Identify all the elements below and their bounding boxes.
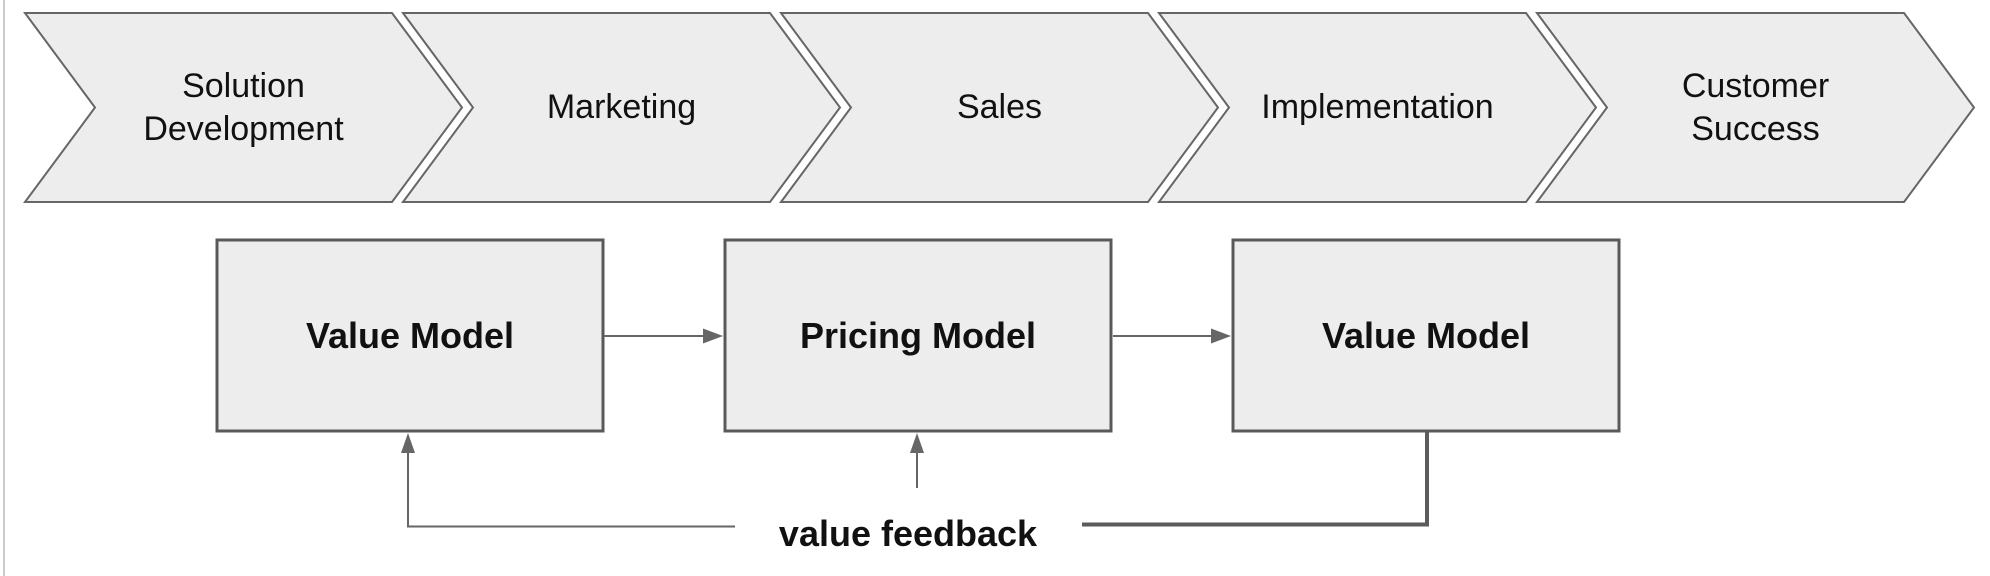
feedback-arrow-to-pricing-model [910, 433, 924, 488]
pricing-model-label: Pricing Model [799, 314, 1037, 356]
arrow-pricing-to-value [1113, 328, 1231, 344]
pricing-model-box [723, 238, 1113, 433]
feedback-line-from-value-model [1082, 432, 1429, 527]
chevron-label-sales: Sales [956, 88, 1043, 126]
arrow-value-to-pricing [604, 328, 723, 344]
value-model-impl-label: Value Model [1321, 314, 1531, 356]
canvas-left-border [3, 0, 5, 576]
chevron-label-solution-development: Solution Development [143, 66, 344, 148]
chevron-label-implementation: Implementation [1261, 88, 1494, 126]
value-model-dev-box [215, 238, 605, 433]
chevron-label-customer-success: Customer Success [1681, 66, 1830, 148]
chevron-label-marketing: Marketing [546, 88, 697, 126]
feedback-label: value feedback [778, 513, 1038, 554]
value-model-impl-box [1231, 238, 1621, 433]
chevron-implementation [1157, 12, 1598, 203]
chevron-marketing [401, 12, 842, 203]
chevron-customer-success [1535, 12, 1976, 203]
chevron-sales [779, 12, 1220, 203]
chevron-solution-development [23, 12, 464, 203]
value-model-dev-label: Value Model [305, 314, 515, 356]
feedback-arrow-to-value-model [401, 433, 735, 528]
